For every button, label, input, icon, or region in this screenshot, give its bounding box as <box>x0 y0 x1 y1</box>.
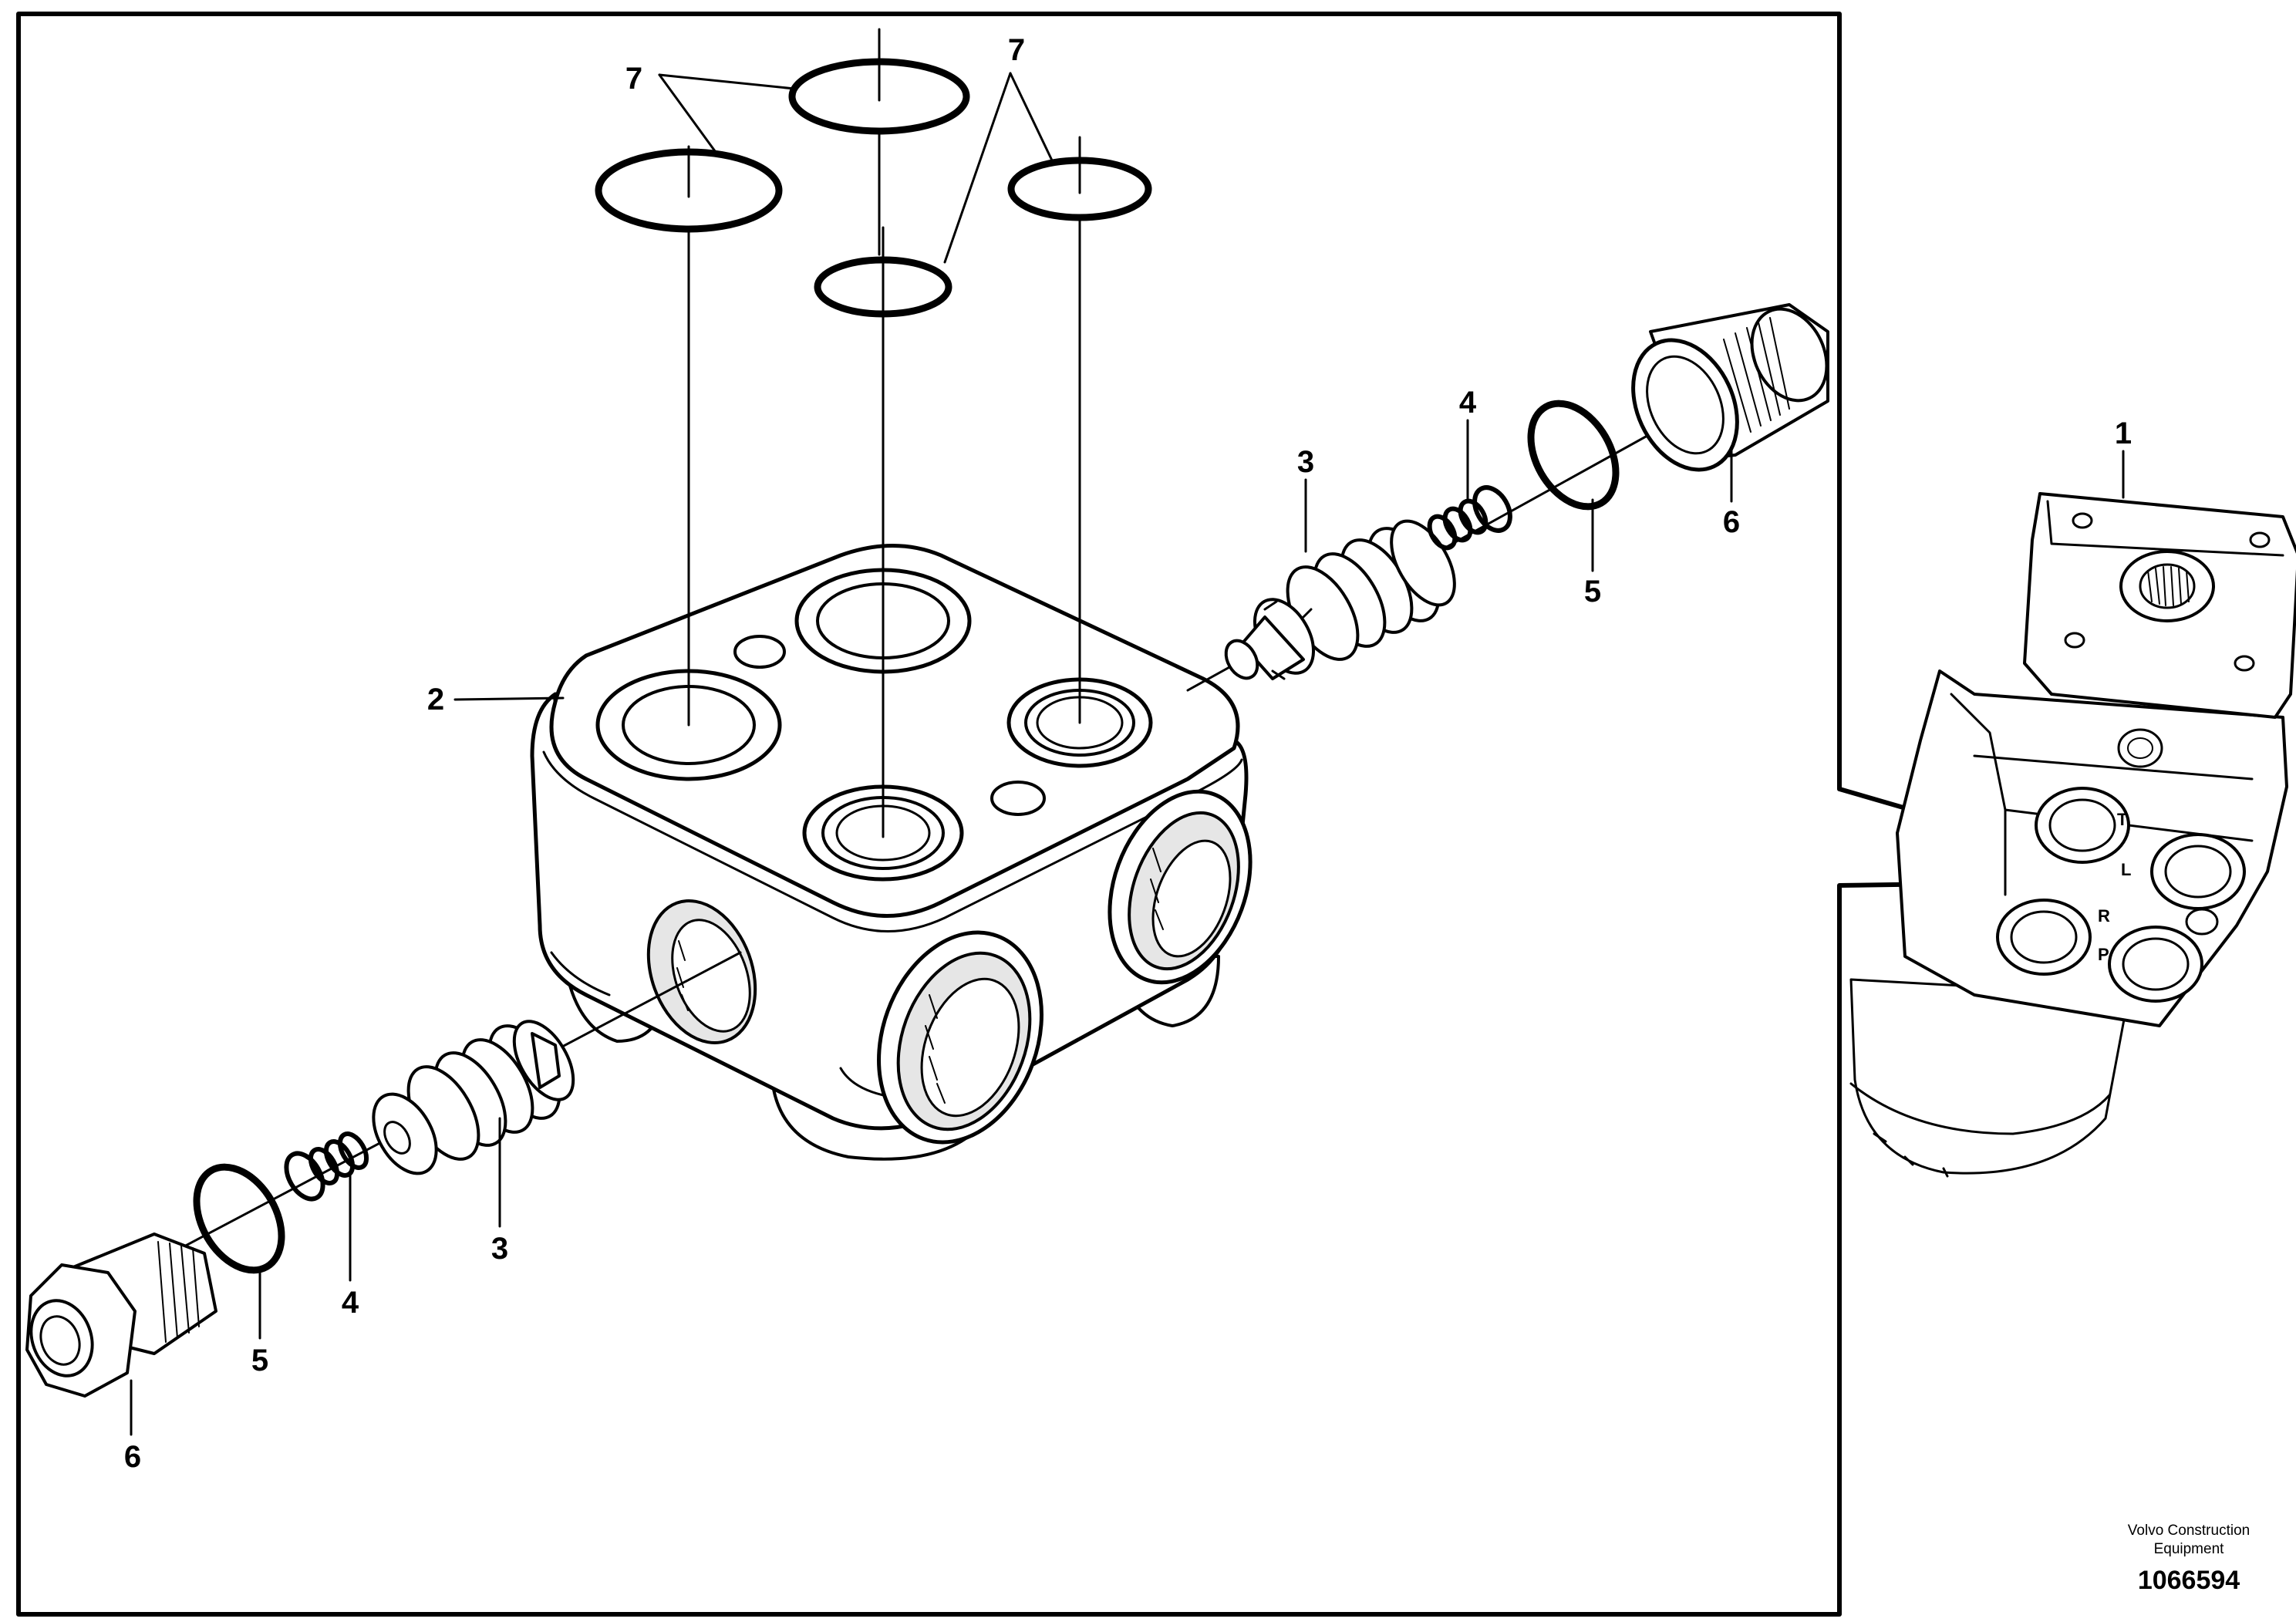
check-valve-3-lower <box>372 1020 575 1175</box>
port-label-t: T <box>2117 810 2128 829</box>
o-ring-5-upper <box>1527 400 1620 511</box>
o-ring-axis-lines <box>687 28 1081 838</box>
port-label-p: P <box>2098 945 2109 964</box>
callout-7-left: 7 <box>625 62 642 96</box>
plug-6-upper <box>1631 303 1829 472</box>
o-rings-7 <box>595 58 1152 318</box>
credit-line-1: Volvo Construction <box>2128 1523 2250 1539</box>
callout-3-lower: 3 <box>491 1232 508 1266</box>
port-label-l: L <box>2121 860 2131 879</box>
callout-3-upper: 3 <box>1297 445 1314 479</box>
callout-6-upper: 6 <box>1723 505 1740 539</box>
callout-4-upper: 4 <box>1459 386 1477 420</box>
callout-5-upper: 5 <box>1584 575 1601 609</box>
document-number: 1066594 <box>2138 1566 2240 1595</box>
callout-6-lower: 6 <box>124 1440 141 1474</box>
check-valve-3-upper <box>1224 519 1456 680</box>
rings-4-lower <box>284 1131 369 1202</box>
callout-4-lower: 4 <box>342 1286 359 1320</box>
port-label-r: R <box>2098 906 2110 926</box>
callout-2: 2 <box>427 683 444 717</box>
plug-6-lower <box>25 1233 217 1398</box>
credit-line-2: Equipment <box>2154 1541 2225 1557</box>
steering-unit-inset: T L R P <box>1849 492 2296 1178</box>
callout-5-lower: 5 <box>251 1344 268 1378</box>
rings-4-upper <box>1427 485 1512 551</box>
o-ring-5-lower <box>193 1163 285 1274</box>
callout-7-right: 7 <box>1008 33 1025 67</box>
callout-1: 1 <box>2115 416 2132 450</box>
valve-block <box>530 544 1253 1161</box>
